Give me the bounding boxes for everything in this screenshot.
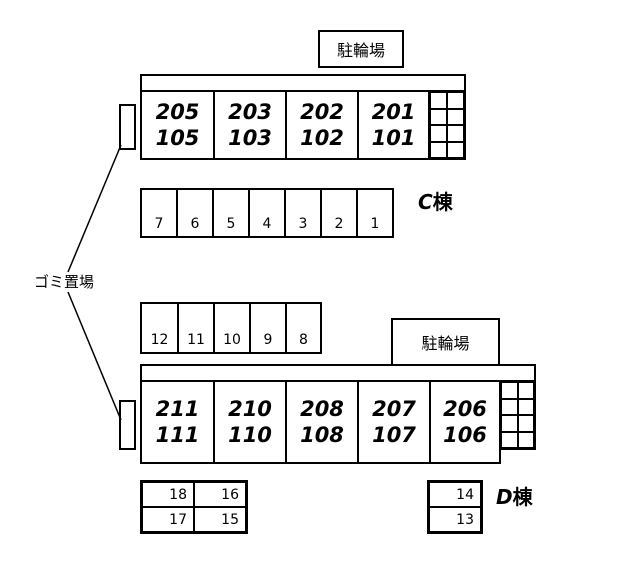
unit-number: 206 [443,397,487,421]
bike-parking-top: 駐輪場 [318,30,404,68]
bike-parking-top-label: 駐輪場 [336,41,385,60]
parking-block-right: 14 13 [427,480,483,534]
unit-number: 201 [371,100,416,124]
parking-slot: 13 [429,507,481,532]
garbage-box-top [119,104,136,150]
unit-number: 202 [300,100,344,124]
parking-slot: 15 [194,507,246,532]
unit-number: 108 [300,423,344,447]
parking-slot: 6 [178,190,214,236]
unit-number: 210 [228,397,272,421]
building-c-letter: C [418,190,433,214]
building-c-stairs [428,90,466,160]
unit-number: 203 [228,100,272,124]
unit-number: 103 [228,126,272,150]
unit-number: 105 [155,126,200,150]
parking-slot: 11 [179,304,215,352]
parking-slot: 1 [370,216,380,232]
unit-number: 110 [228,423,272,447]
parking-slot: 12 [142,304,179,352]
parking-row-1: 7 6 5 4 3 2 1 [140,188,394,238]
parking-slot: 4 [250,190,286,236]
unit-number: 208 [300,397,344,421]
parking-slot: 17 [142,507,194,532]
unit-number: 205 [155,100,200,124]
unit-number: 101 [371,126,416,150]
parking-slot: 18 [142,482,194,507]
parking-row-2: 12 11 10 9 8 [140,302,322,354]
unit-number: 111 [155,423,200,447]
parking-slot: 5 [214,190,250,236]
parking-slot: 10 [215,304,251,352]
building-d-suffix: 棟 [512,485,533,509]
unit-number: 107 [372,423,416,447]
bike-parking-mid-label: 駐輪場 [421,334,470,353]
parking-block-left: 18 16 17 15 [140,480,248,534]
parking-slot: 16 [194,482,246,507]
unit-number: 207 [372,397,416,421]
parking-slot: 7 [142,190,178,236]
parking-slot: 3 [286,190,322,236]
parking-slot: 8 [299,332,308,348]
parking-slot: 14 [429,482,481,507]
unit-number: 106 [443,423,487,447]
building-d-letter: D [496,485,513,509]
parking-slot: 9 [251,304,287,352]
building-d-name: D棟 [496,481,533,510]
building-d-stairs [499,380,536,450]
building-c-name: C棟 [418,186,453,215]
bike-parking-mid: 駐輪場 [391,318,500,366]
garbage-box-bottom [119,400,136,450]
unit-number: 102 [300,126,344,150]
garbage-area-label: ゴミ置場 [33,272,94,291]
unit-number: 211 [155,397,200,421]
building-c-suffix: 棟 [432,190,453,214]
parking-slot: 2 [322,190,358,236]
